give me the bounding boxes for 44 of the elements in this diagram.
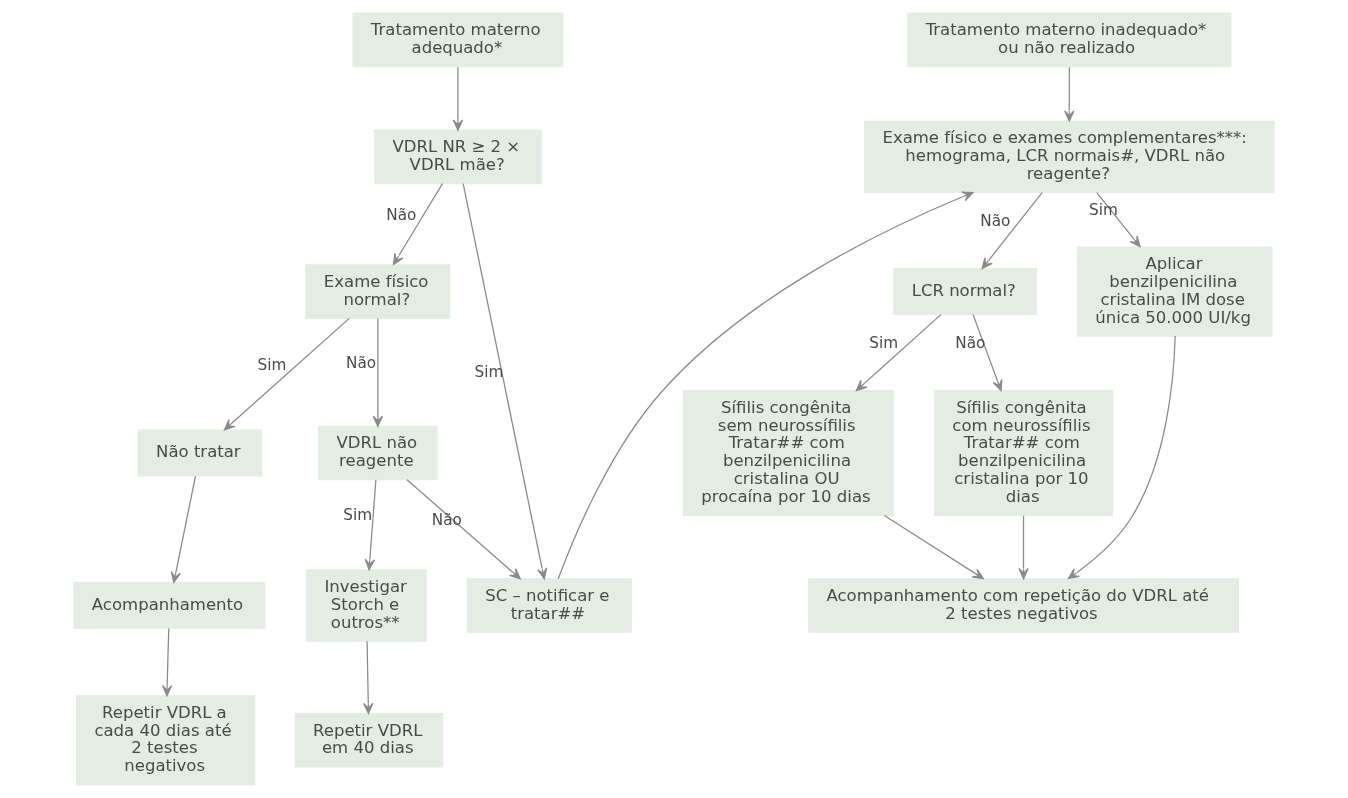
arrow — [452, 66, 464, 131]
edge-label: Sim — [257, 355, 287, 374]
node-box: Exame físico normal? — [305, 264, 451, 319]
arrow — [372, 317, 384, 427]
node-box: LCR normal? — [893, 268, 1037, 316]
edge-label: Sim — [474, 363, 504, 382]
node-box: Acompanhamento — [73, 582, 266, 630]
edge-label: Não — [386, 205, 417, 224]
arrow — [406, 479, 521, 580]
node-box: SC – notificar e tratar## — [466, 578, 633, 633]
arrow — [462, 183, 548, 580]
arrow — [855, 314, 942, 392]
arrow — [972, 314, 1003, 392]
arrow — [883, 514, 984, 580]
node-box: Investigar Storch e outros** — [306, 569, 427, 642]
arrow — [364, 479, 377, 571]
node-box: Repetir VDRL a cada 40 dias até 2 testes negativos — [76, 695, 256, 786]
node-box: Não tratar — [137, 429, 263, 477]
node-box: Repetir VDRL em 40 dias — [294, 712, 444, 768]
arrow — [392, 183, 444, 266]
arrow — [223, 317, 350, 431]
edge-label: Sim — [343, 506, 373, 525]
node-box: Aplicar benzilpenicilina cristalina IM dose única 50.000 UI/kg — [1076, 246, 1273, 337]
node-box: Tratamento materno adequado* — [352, 12, 564, 68]
edge-label: Sim — [1089, 201, 1118, 220]
arrow — [363, 640, 374, 715]
arrow — [161, 628, 173, 697]
edge-label: Não — [346, 353, 377, 372]
arrow — [981, 191, 1043, 270]
arrow — [1096, 191, 1141, 248]
edge-label: Não — [955, 334, 986, 353]
node-box: VDRL NR ≥ 2 × VDRL mãe? — [374, 129, 542, 185]
node-box: Sífilis congênita sem neurossífilis Tratar## com benzilpenicilina cristalina OU procaína por 10 dias — [682, 390, 894, 516]
node-box: Acompanhamento com repetição do VDRL até 2 testes negativos — [808, 578, 1239, 633]
arrow — [170, 475, 197, 584]
arrow — [1018, 515, 1029, 580]
arrow — [1064, 66, 1075, 122]
node-box: Sífilis congênita com neurossífilis Tratar## com benzilpenicilina cristalina por 10 dias — [933, 390, 1114, 516]
node-box: VDRL não reagente — [318, 425, 438, 481]
arrow — [1067, 335, 1176, 580]
node-box: Exame físico e exames complementares***: hemograma, LCR normais#, VDRL não reagente? — [864, 120, 1275, 194]
node-box: Tratamento materno inadequado* ou não realizado — [907, 12, 1232, 68]
edge-label: Não — [980, 212, 1011, 231]
edge-label: Sim — [869, 334, 899, 353]
